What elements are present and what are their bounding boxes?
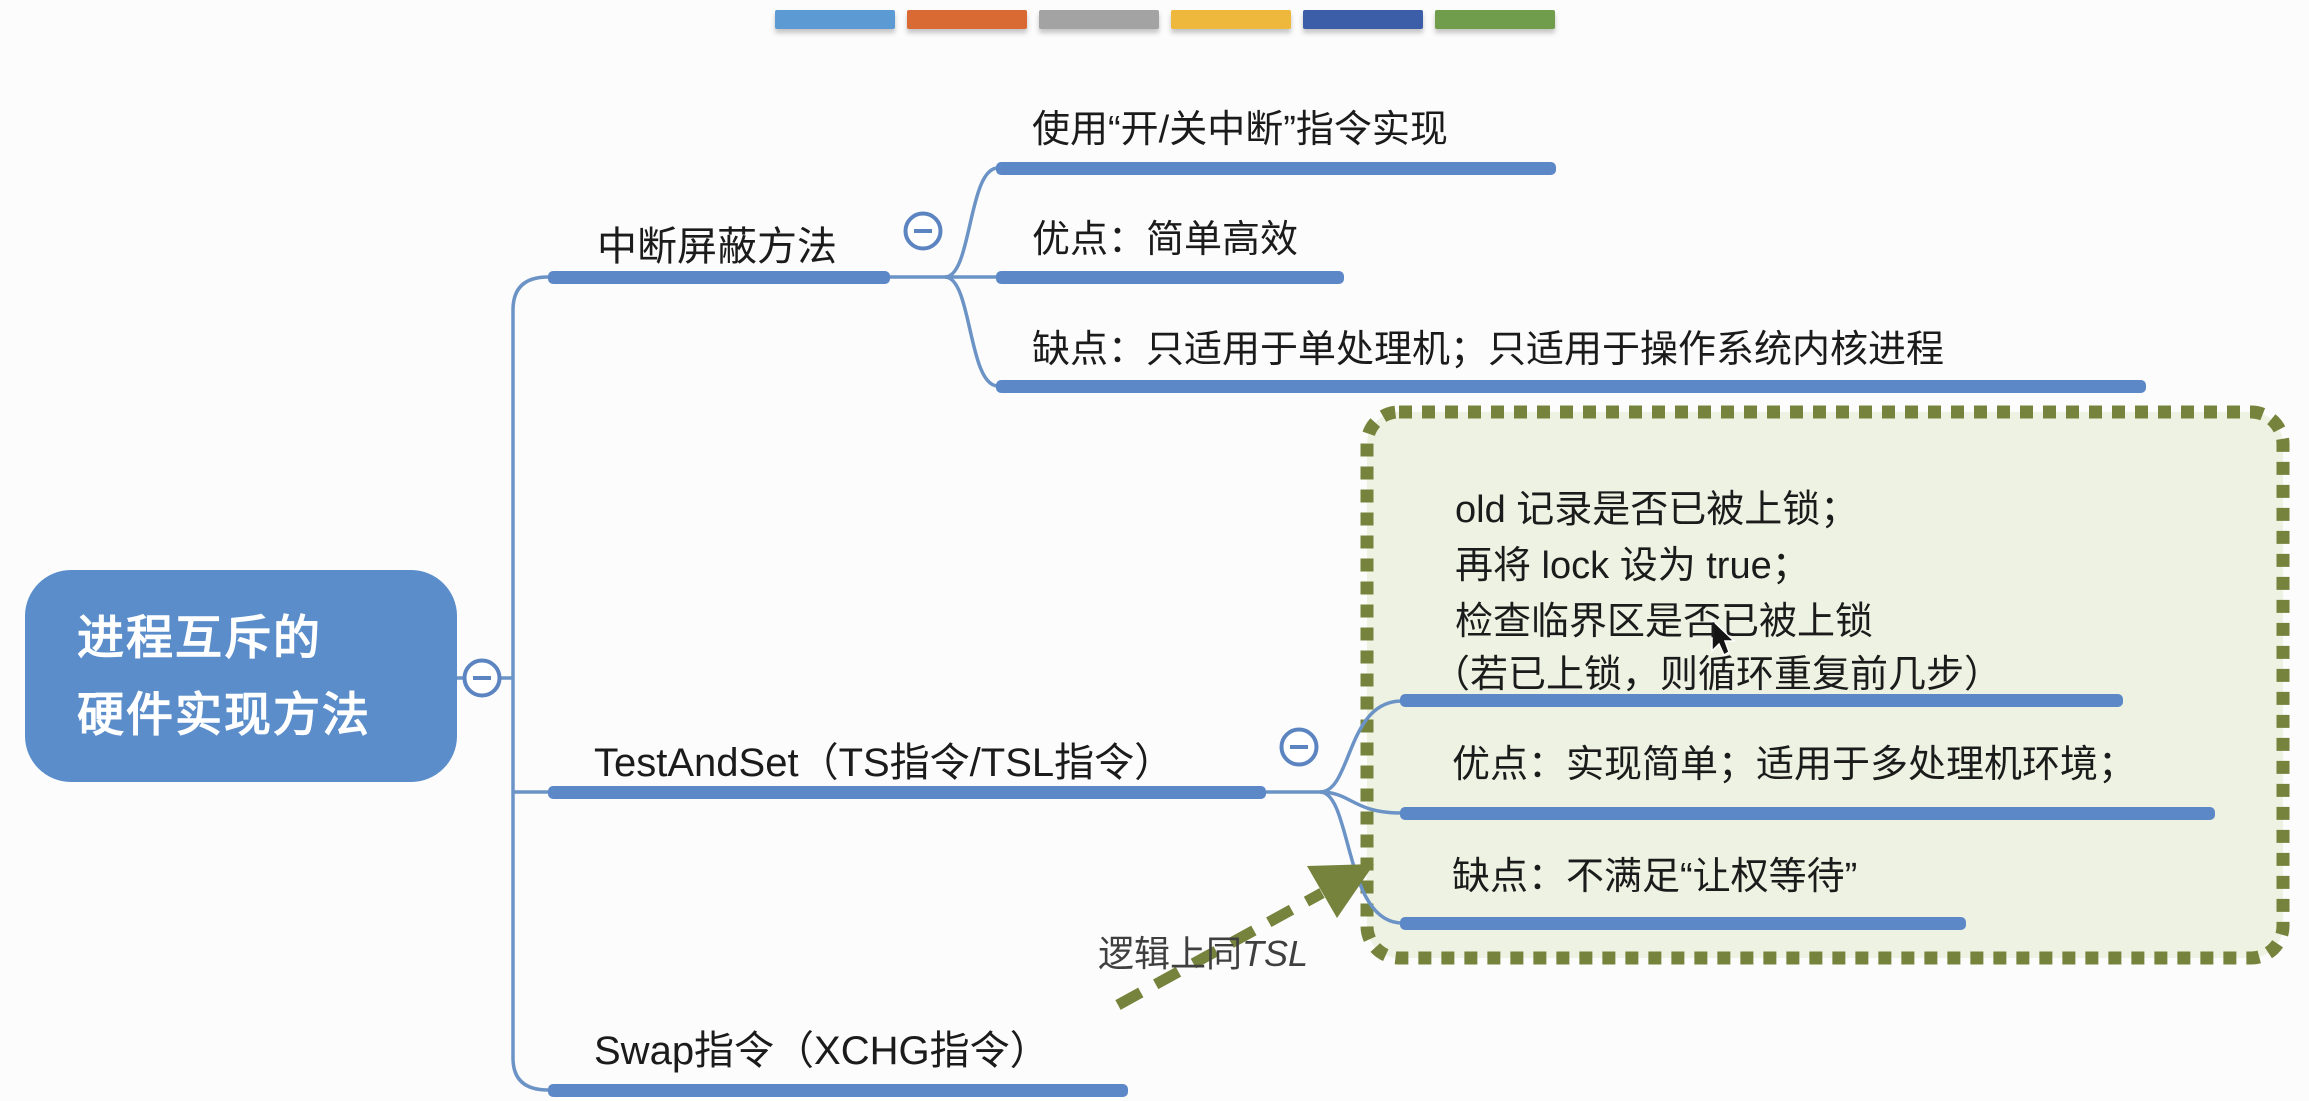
topic-bar bbox=[1400, 917, 1966, 930]
topic-use-interrupt-instruction[interactable]: 使用“开/关中断”指令实现 bbox=[1032, 109, 1448, 151]
tsl-step-loop[interactable]: （若已上锁，则循环重复前几步） bbox=[1432, 654, 2003, 696]
palette-bar-gray bbox=[1039, 10, 1159, 29]
topic-bar bbox=[548, 271, 890, 284]
tsl-step-lock[interactable]: 再将 lock 设为 true； bbox=[1455, 545, 1810, 587]
palette-bar-green bbox=[1435, 10, 1555, 29]
topic-bar bbox=[996, 271, 1344, 284]
topic-interrupt-masking[interactable]: 中断屏蔽方法 bbox=[597, 225, 837, 269]
root-topic[interactable]: 进程互斥的 硬件实现方法 bbox=[25, 570, 457, 782]
branch-connectors bbox=[457, 166, 1403, 1092]
root-topic-line2: 硬件实现方法 bbox=[77, 688, 371, 741]
mouse-cursor-icon bbox=[1711, 618, 1736, 657]
annotation-logic-same-tsl: 逻辑上同TSL bbox=[1098, 925, 1308, 977]
topic-bar bbox=[1400, 807, 2215, 820]
topic-bar bbox=[996, 380, 2146, 393]
collapse-button-branch2[interactable] bbox=[1279, 727, 1319, 767]
topic-bar bbox=[1400, 694, 2123, 707]
topic-swap[interactable]: Swap指令（XCHG指令） bbox=[594, 1029, 1050, 1073]
palette-bar-dark-blue bbox=[1303, 10, 1423, 29]
collapse-button-branch1[interactable] bbox=[903, 211, 943, 251]
palette-bar-yellow bbox=[1171, 10, 1291, 29]
collapse-button-root[interactable] bbox=[462, 658, 502, 698]
topic-advantage-multicpu[interactable]: 优点：实现简单；适用于多处理机环境； bbox=[1452, 744, 2137, 786]
detail-box bbox=[1360, 405, 2290, 965]
root-topic-line1: 进程互斥的 bbox=[77, 611, 322, 664]
logic-same-arrow bbox=[1115, 864, 1374, 1010]
topic-bar bbox=[548, 786, 1266, 799]
tsl-step-old[interactable]: old 记录是否已被上锁； bbox=[1455, 489, 1859, 531]
topic-testandset[interactable]: TestAndSet（TS指令/TSL指令） bbox=[594, 741, 1175, 785]
topic-disadvantage-single-cpu[interactable]: 缺点：只适用于单处理机；只适用于操作系统内核进程 bbox=[1032, 329, 1945, 371]
palette-bar-light-blue bbox=[775, 10, 895, 29]
topic-bar bbox=[548, 1084, 1128, 1097]
topic-bar bbox=[996, 162, 1556, 175]
topic-advantage-simple[interactable]: 优点：简单高效 bbox=[1032, 219, 1299, 261]
annotation-regular: 逻辑上同 bbox=[1098, 933, 1243, 974]
tsl-step-check[interactable]: 检查临界区是否已被上锁 bbox=[1455, 601, 1874, 643]
annotation-italic: TSL bbox=[1242, 933, 1309, 974]
palette-bar-orange bbox=[907, 10, 1027, 29]
topic-disadvantage-busy-wait[interactable]: 缺点：不满足“让权等待” bbox=[1452, 856, 1858, 898]
